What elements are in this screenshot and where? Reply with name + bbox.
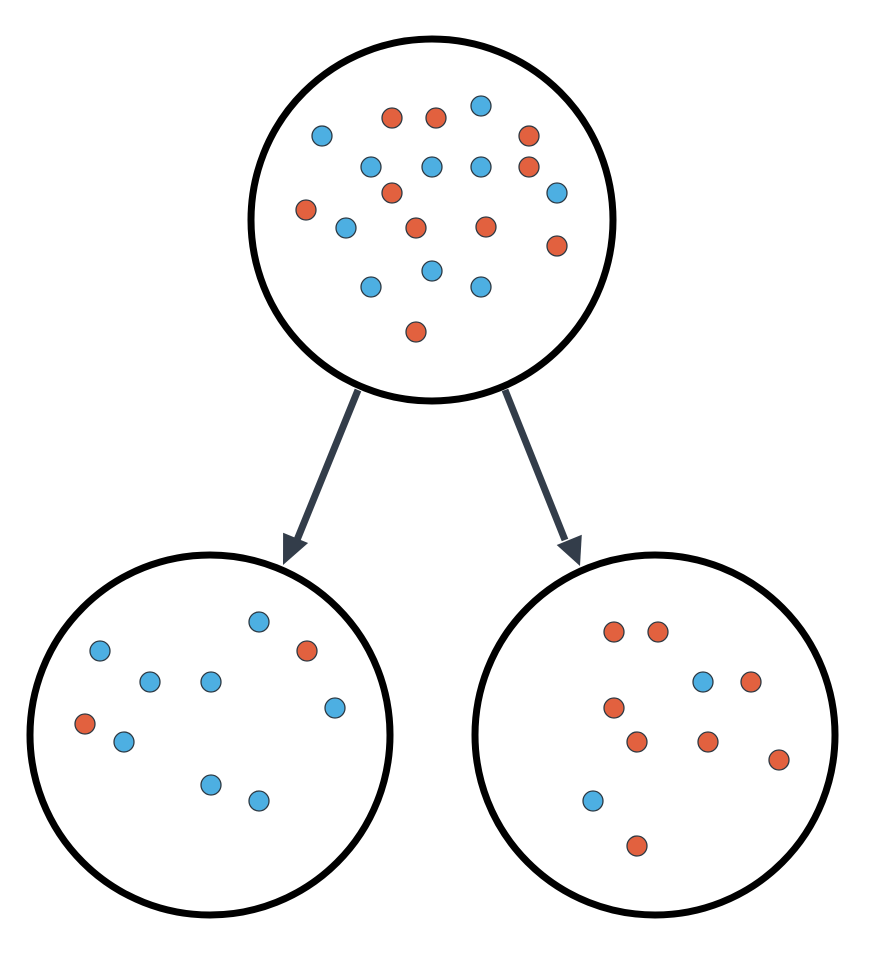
edge-parent-to-left-child bbox=[283, 388, 362, 565]
node-right-child-dots bbox=[582, 621, 790, 857]
blue-dot bbox=[89, 640, 111, 662]
node-right-child-circle bbox=[471, 551, 839, 919]
red-dot bbox=[381, 107, 403, 129]
blue-dot bbox=[421, 156, 443, 178]
blue-dot bbox=[470, 276, 492, 298]
blue-dot bbox=[692, 671, 714, 693]
red-dot bbox=[768, 749, 790, 771]
blue-dot bbox=[335, 217, 357, 239]
red-dot bbox=[296, 640, 318, 662]
red-dot bbox=[697, 731, 719, 753]
node-left-child bbox=[26, 551, 394, 919]
edge-parent-to-right-child bbox=[501, 388, 582, 566]
blue-dot bbox=[582, 790, 604, 812]
blue-dot bbox=[421, 260, 443, 282]
red-dot bbox=[603, 621, 625, 643]
red-dot bbox=[518, 156, 540, 178]
node-left-child-circle bbox=[26, 551, 394, 919]
node-parent bbox=[247, 35, 617, 405]
blue-dot bbox=[200, 774, 222, 796]
blue-dot bbox=[546, 182, 568, 204]
blue-dot bbox=[139, 671, 161, 693]
edges bbox=[283, 388, 582, 566]
red-dot bbox=[475, 216, 497, 238]
arrow-head-left bbox=[283, 532, 309, 565]
node-right-child bbox=[471, 551, 839, 919]
red-dot bbox=[425, 107, 447, 129]
blue-dot bbox=[470, 156, 492, 178]
red-dot bbox=[295, 199, 317, 221]
blue-dot bbox=[324, 697, 346, 719]
blue-dot bbox=[200, 671, 222, 693]
blue-dot bbox=[113, 731, 135, 753]
red-dot bbox=[381, 182, 403, 204]
red-dot bbox=[626, 731, 648, 753]
red-dot bbox=[518, 125, 540, 147]
red-dot bbox=[405, 217, 427, 239]
red-dot bbox=[74, 713, 96, 735]
red-dot bbox=[405, 321, 427, 343]
blue-dot bbox=[360, 276, 382, 298]
red-dot bbox=[740, 671, 762, 693]
arrow-head-right bbox=[556, 534, 582, 566]
blue-dot bbox=[470, 95, 492, 117]
node-left-child-dots bbox=[74, 611, 346, 812]
arrow-line-right bbox=[501, 388, 569, 542]
red-dot bbox=[647, 621, 669, 643]
arrow-line-left bbox=[293, 388, 362, 542]
blue-dot bbox=[248, 611, 270, 633]
node-parent-dots bbox=[295, 95, 568, 343]
red-dot bbox=[546, 235, 568, 257]
blue-dot bbox=[311, 125, 333, 147]
blue-dot bbox=[248, 790, 270, 812]
red-dot bbox=[603, 697, 625, 719]
blue-dot bbox=[360, 156, 382, 178]
red-dot bbox=[626, 835, 648, 857]
